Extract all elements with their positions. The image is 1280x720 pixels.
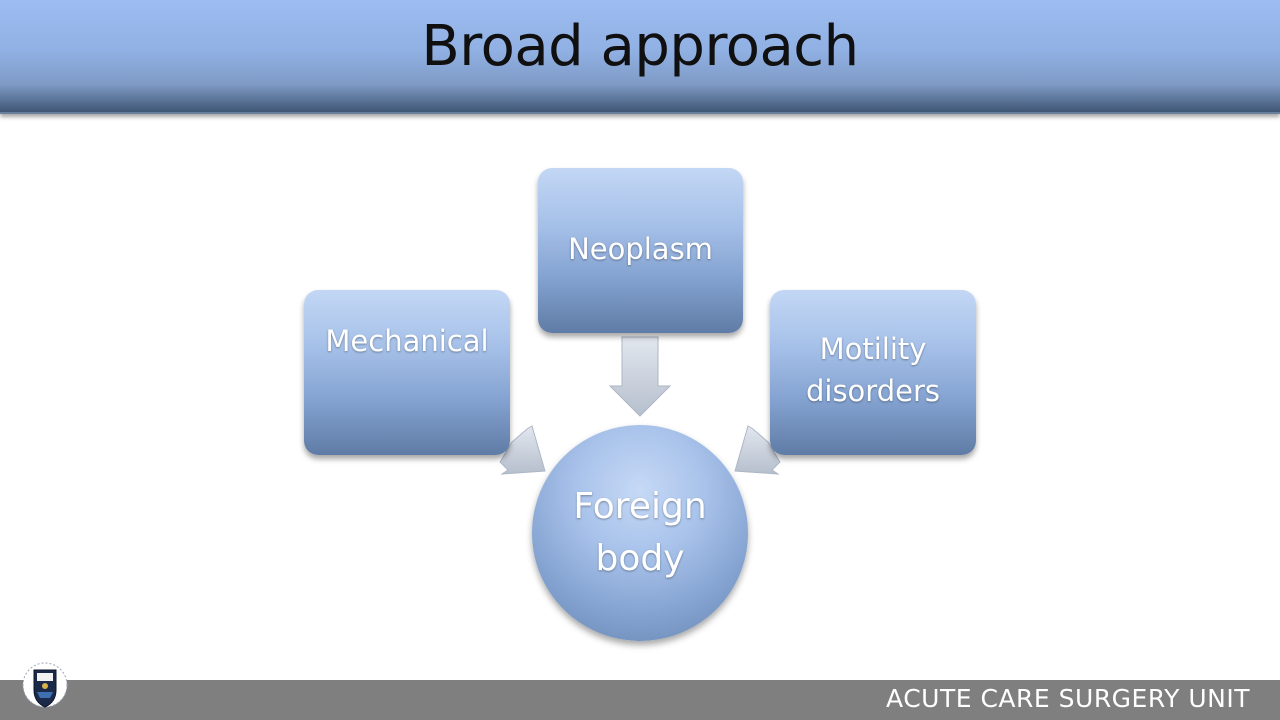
slide-title: Broad approach [421,14,859,79]
arrow-neoplasm-to-center [608,336,672,417]
footer-text: ACUTE CARE SURGERY UNIT [886,684,1250,713]
university-crest-icon [22,662,68,708]
node-mechanical: Mechanical [304,290,510,455]
node-motility-disorders: Motility disorders [770,290,976,455]
title-bar: Broad approach [0,0,1280,114]
node-foreign-body-label: Foreign body [573,486,707,579]
node-neoplasm-label: Neoplasm [568,232,713,266]
node-foreign-body: Foreign body [532,425,748,641]
node-neoplasm: Neoplasm [538,168,743,333]
footer-bar: ACUTE CARE SURGERY UNIT [0,680,1280,720]
node-motility-label: Motility disorders [805,332,940,408]
node-mechanical-label: Mechanical [325,324,489,358]
